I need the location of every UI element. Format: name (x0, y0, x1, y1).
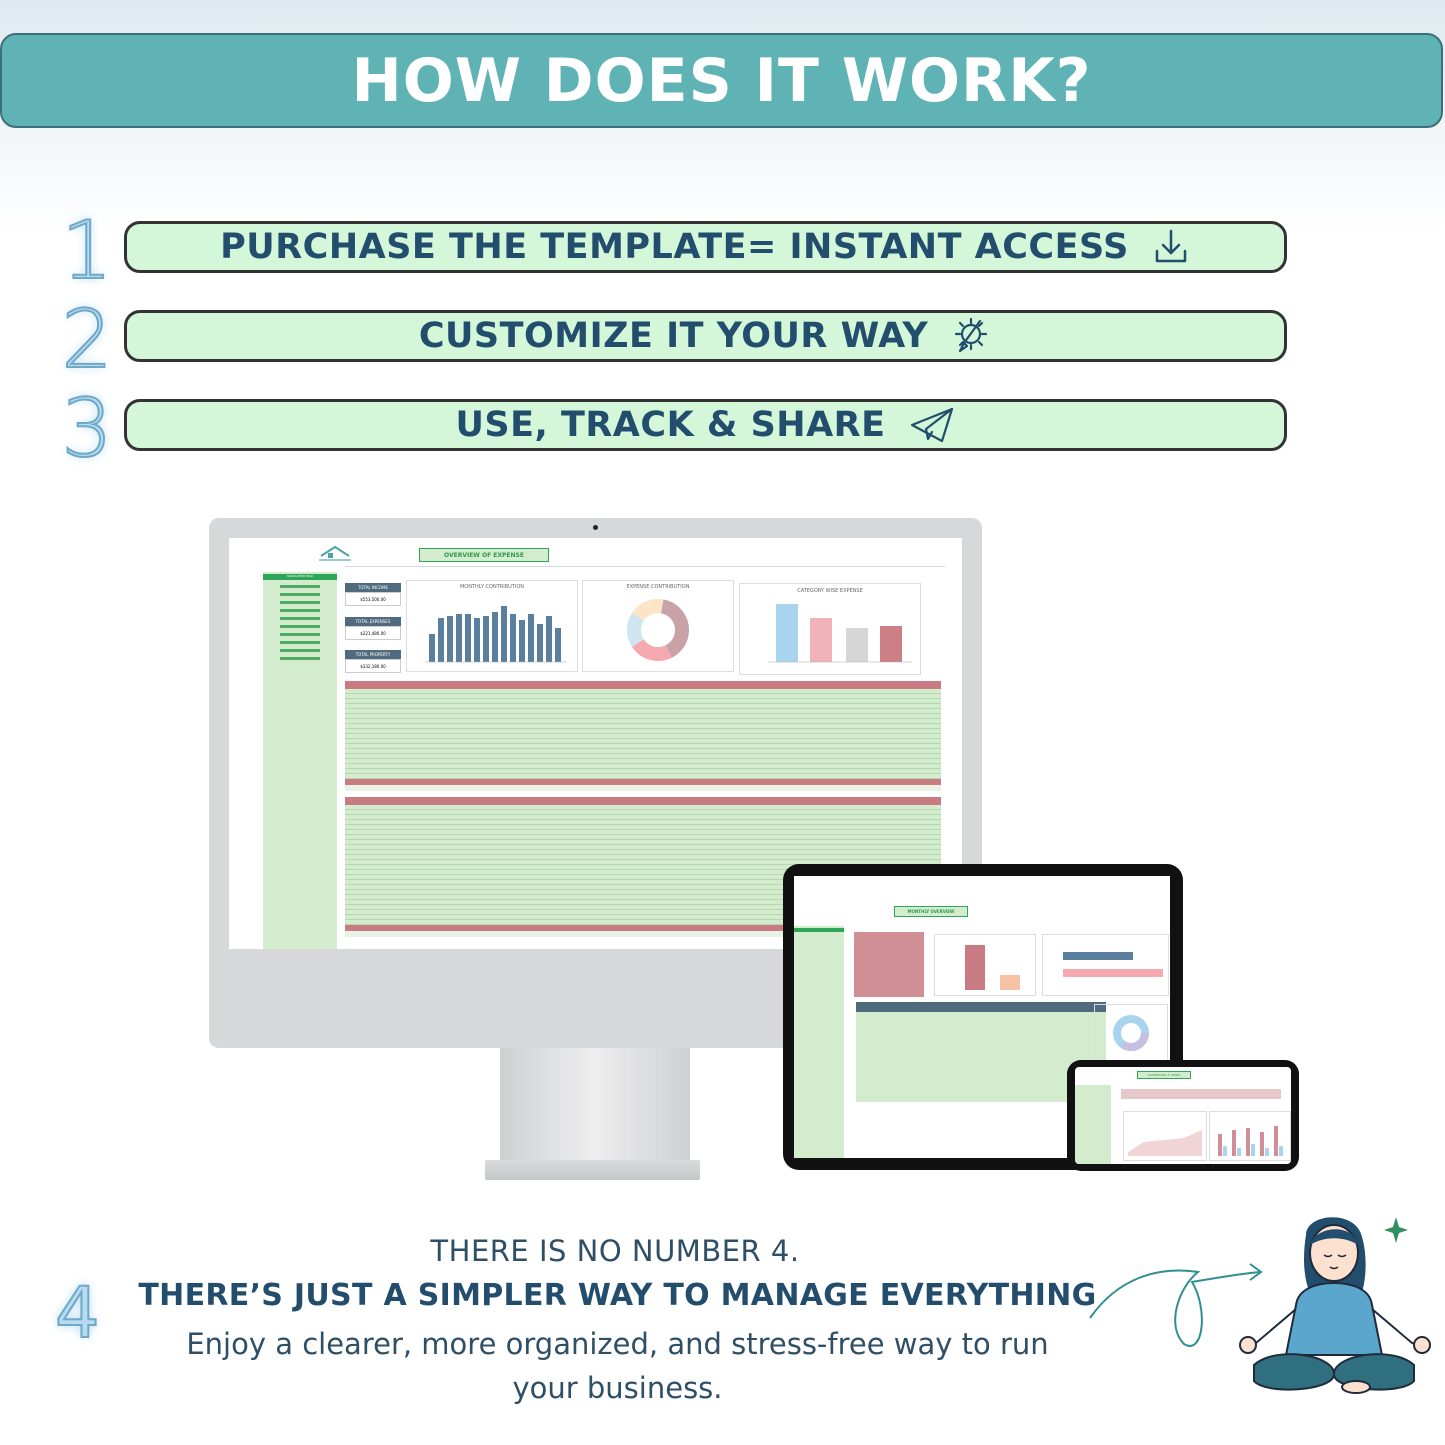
kpi-label: TOTAL PROPERTY (345, 650, 401, 659)
step-label: USE, TRACK & SHARE (455, 405, 886, 445)
phone-title: DASHBOARD 5 YEARS (1137, 1071, 1191, 1079)
chart-title: CATEGORY WISE EXPENSE (797, 588, 863, 594)
step-label: PURCHASE THE TEMPLATE= INSTANT ACCESS (220, 227, 1129, 267)
kpi-total-income: TOTAL INCOME $553,500.00 (345, 583, 401, 606)
step-use: USE, TRACK & SHARE (124, 399, 1287, 451)
phone-income-chart (1209, 1111, 1291, 1161)
tablet-sidebar (794, 926, 844, 1158)
header-banner: HOW DOES IT WORK? (0, 33, 1443, 128)
footer-number: 4 (54, 1271, 101, 1355)
nav-link[interactable] (280, 609, 320, 612)
phone-profit-chart (1123, 1111, 1207, 1161)
tablet-title: MONTHLY OVERVIEW (894, 906, 968, 917)
nav-link[interactable] (280, 625, 320, 628)
step-purchase: PURCHASE THE TEMPLATE= INSTANT ACCESS (124, 221, 1287, 273)
kpi-value: $553,500.00 (345, 592, 401, 606)
nav-link[interactable] (280, 649, 320, 652)
house-logo-icon (319, 545, 351, 561)
kpi-total-property: TOTAL PROPERTY $332,180.00 (345, 650, 401, 673)
expense-donut (627, 599, 689, 661)
nav-link[interactable] (280, 633, 320, 636)
kpi-value: $221,480.00 (345, 626, 401, 640)
kpi-total-expenses: TOTAL EXPENSES $221,480.00 (345, 617, 401, 640)
tablet-income-chart (934, 934, 1036, 996)
monitor-base (485, 1160, 700, 1180)
camera-dot (593, 525, 598, 530)
gear-brush-icon (950, 315, 992, 357)
step-label: CUSTOMIZE IT YOUR WAY (418, 316, 929, 356)
monthly-bars (425, 606, 567, 663)
download-icon (1151, 227, 1191, 267)
footer-headline: THERE’S JUST A SIMPLER WAY TO MANAGE EVE… (138, 1278, 1097, 1313)
tablet-donut (1094, 1004, 1168, 1061)
step-number-2: 2 (61, 292, 114, 387)
step-number-1: 1 (61, 203, 114, 298)
expense-table (345, 681, 941, 791)
step-number-3: 3 (61, 381, 114, 476)
chart-title: MONTHLY CONTRIBUTION (459, 584, 525, 590)
nav-link[interactable] (280, 641, 320, 644)
kpi-label: TOTAL INCOME (345, 583, 401, 592)
nav-link[interactable] (280, 601, 320, 604)
navigation-sidebar: NAVIGATION BAR (263, 572, 337, 949)
curved-arrow-icon (1089, 1263, 1263, 1347)
nav-link[interactable] (280, 585, 320, 588)
meditating-person-illustration (1239, 1217, 1431, 1394)
nav-link[interactable] (280, 657, 320, 660)
paper-plane-icon (908, 405, 956, 445)
footer-line-1: THERE IS NO NUMBER 4. (430, 1234, 800, 1268)
monitor-stand (500, 1048, 690, 1160)
sheet-title: OVERVIEW OF EXPENSE (419, 548, 549, 562)
footer-description: Enjoy a clearer, more organized, and str… (186, 1327, 1049, 1405)
tablet-tables (856, 1002, 1106, 1102)
nav-link[interactable] (280, 593, 320, 596)
chart-title: EXPENSE CONTRIBUTION (626, 584, 690, 590)
page-title: HOW DOES IT WORK? (351, 45, 1092, 116)
expense-contribution-chart: EXPENSE CONTRIBUTION (582, 580, 734, 672)
nav-header: NAVIGATION BAR (263, 574, 337, 580)
category-bars (768, 604, 912, 663)
tablet-kpi-block (854, 932, 924, 997)
step-customize: CUSTOMIZE IT YOUR WAY (124, 310, 1287, 362)
kpi-value: $332,180.00 (345, 659, 401, 673)
kpi-label: TOTAL EXPENSES (345, 617, 401, 626)
phone-screen: DASHBOARD 5 YEARS (1075, 1067, 1291, 1164)
phone-device: DASHBOARD 5 YEARS (1067, 1060, 1299, 1171)
nav-link[interactable] (280, 617, 320, 620)
monthly-contribution-chart: MONTHLY CONTRIBUTION (406, 580, 578, 672)
tablet-profit-chart (1042, 934, 1169, 996)
category-expense-chart: CATEGORY WISE EXPENSE (739, 583, 921, 675)
